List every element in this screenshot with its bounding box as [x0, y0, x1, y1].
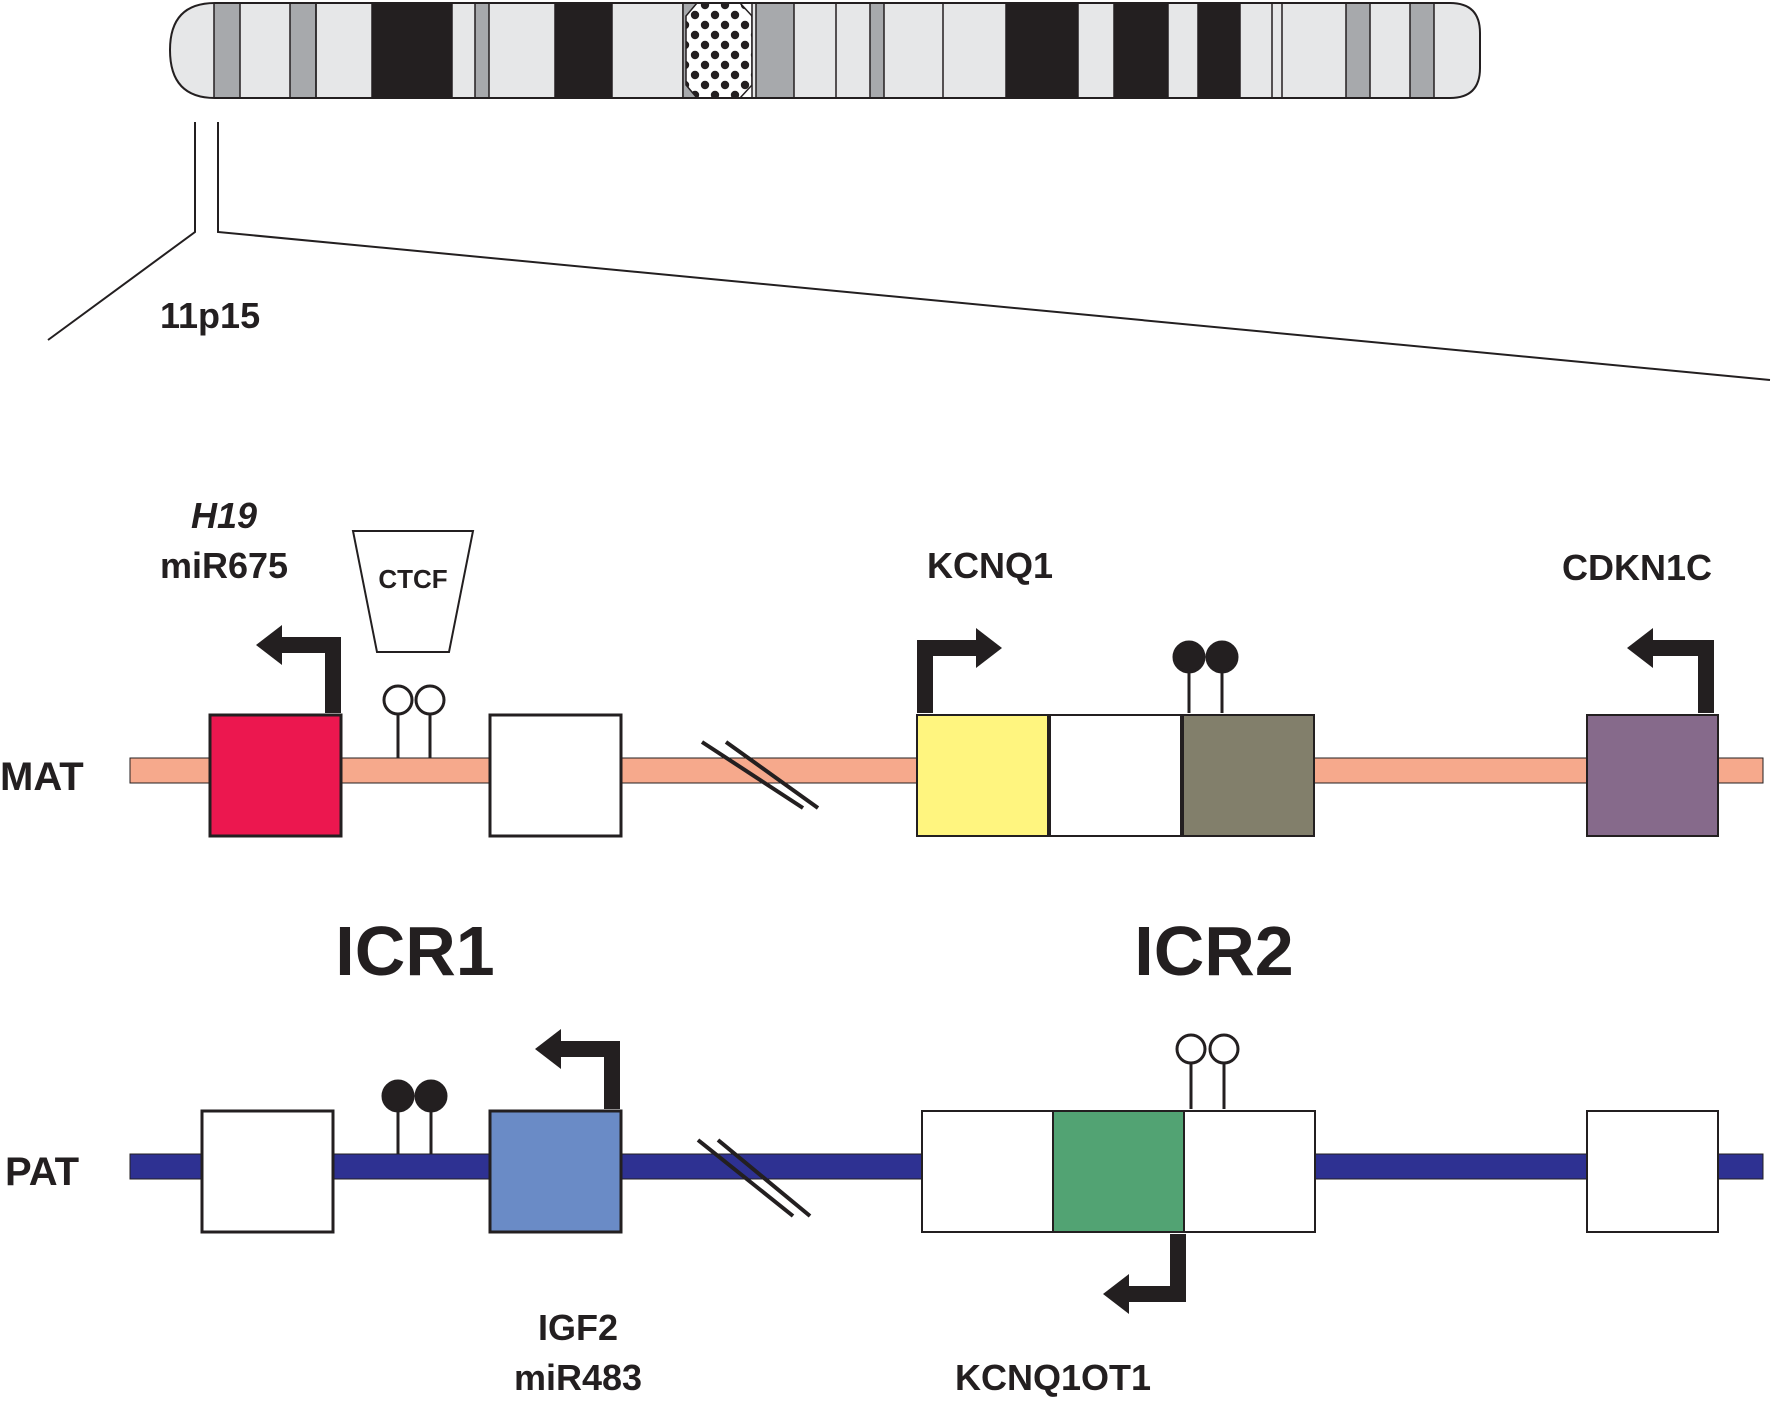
open-lollipop-icon — [1175, 1033, 1207, 1065]
icr1-label: ICR1 — [335, 912, 494, 990]
maternal-allele: MAT CTCF H19 miR675 — [0, 495, 1764, 838]
cdkn1c-label: CDKN1C — [1562, 547, 1712, 588]
band-p15 — [213, 3, 241, 98]
kcnq1-3prime-box — [1182, 714, 1315, 837]
methylated-cpg — [1172, 640, 1239, 713]
h19-label: H19 — [191, 495, 257, 536]
maternal-label: MAT — [0, 755, 84, 799]
band-gray — [753, 3, 795, 98]
kcnq1-label: KCNQ1 — [927, 545, 1053, 586]
kcnq1-silent-box — [921, 1110, 1054, 1233]
open-lollipop-icon — [1208, 1033, 1240, 1065]
filled-lollipop-icon — [381, 1079, 415, 1113]
kcnq1ot1-transcription-arrow — [1103, 1234, 1186, 1314]
band-gray — [474, 3, 490, 98]
band-light — [1167, 3, 1199, 98]
ctcf-label: CTCF — [378, 564, 447, 594]
mir483-label: miR483 — [514, 1357, 642, 1398]
kcnq1-3prime-silent-box — [1183, 1110, 1316, 1233]
open-lollipop-icon — [382, 684, 414, 716]
unmethylated-cpg — [382, 684, 446, 758]
mir675-label: miR675 — [160, 545, 288, 586]
cdkn1c-silent-box — [1586, 1110, 1719, 1233]
ctcf-protein: CTCF — [351, 530, 475, 653]
kcnq1ot1-box — [1052, 1110, 1185, 1233]
chromosome-body — [170, 3, 1480, 98]
chromosome-outline — [168, 2, 1481, 99]
h19-transcription-arrow — [256, 625, 341, 713]
centromere — [685, 2, 753, 99]
h19-silent-box — [200, 1109, 335, 1234]
chromosome-11-ideogram — [168, 0, 1481, 101]
kcnq1ot1-silent-box — [1049, 714, 1182, 837]
band-light — [1077, 3, 1115, 98]
filled-lollipop-icon — [1205, 640, 1239, 674]
unmethylated-cpg — [1175, 1033, 1240, 1109]
filled-lollipop-icon — [1172, 640, 1206, 674]
methylated-cpg — [381, 1079, 448, 1154]
band-light — [1239, 3, 1273, 98]
igf2-box — [488, 1109, 623, 1234]
break-mark — [700, 740, 820, 810]
paternal-label: PAT — [5, 1150, 79, 1194]
band-gray — [289, 3, 317, 98]
band-gray — [869, 3, 885, 98]
igf2-label: IGF2 — [538, 1307, 618, 1348]
zoom-lines — [47, 122, 1771, 381]
band-dark — [1006, 3, 1078, 98]
band-gray — [1409, 3, 1435, 98]
band-dark — [1114, 3, 1168, 98]
band-gray — [1345, 3, 1371, 98]
band-dark — [372, 3, 452, 98]
cdkn1c-transcription-arrow — [1627, 628, 1714, 713]
cdkn1c-box — [1586, 714, 1719, 837]
open-lollipop-icon — [414, 684, 446, 716]
paternal-allele: PAT IGF2 miR483 — [5, 1029, 1764, 1398]
h19-box — [208, 713, 343, 838]
kcnq1ot1-label: KCNQ1OT1 — [955, 1357, 1151, 1398]
region-label: 11p15 — [160, 295, 260, 336]
igf2-silent-box — [488, 713, 623, 838]
igf2-transcription-arrow — [535, 1029, 620, 1109]
band-dark — [555, 3, 612, 98]
band-dark — [1198, 3, 1240, 98]
break-mark — [696, 1138, 812, 1218]
filled-lollipop-icon — [414, 1079, 448, 1113]
kcnq1-transcription-arrow — [917, 628, 1002, 713]
kcnq1-box — [916, 714, 1049, 837]
icr2-label: ICR2 — [1134, 912, 1293, 990]
